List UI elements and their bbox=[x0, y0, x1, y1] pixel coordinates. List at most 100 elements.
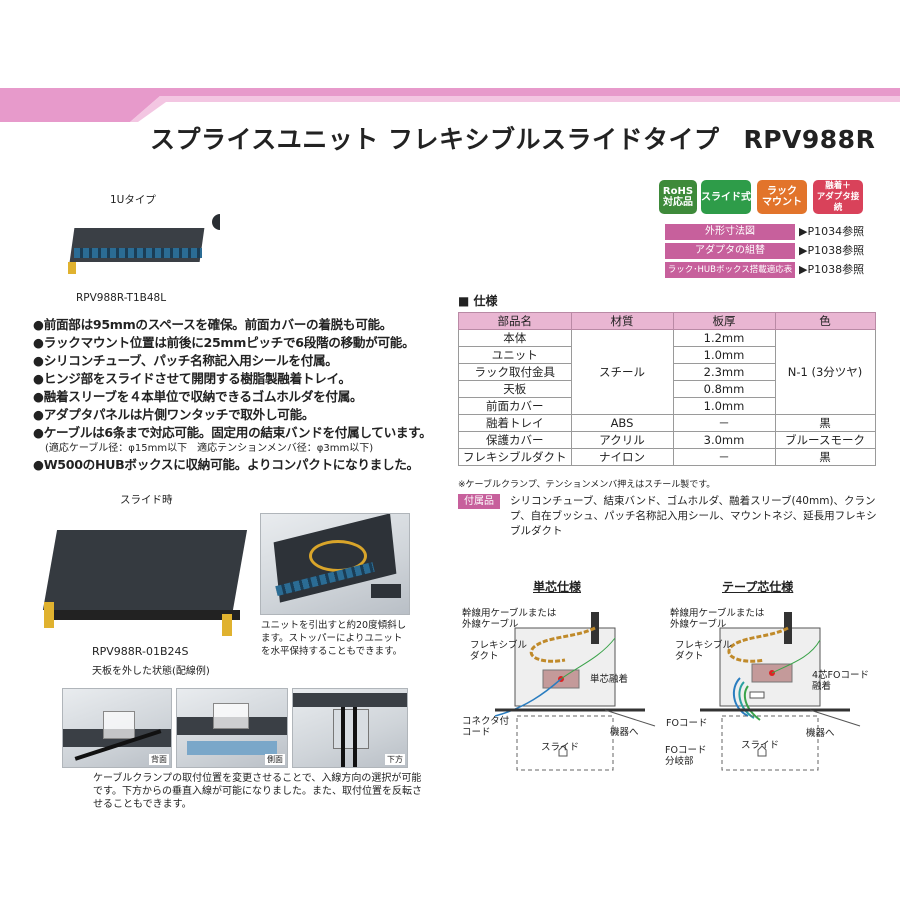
feature-item: ●アダプタパネルは片側ワンタッチで取外し可能。 bbox=[33, 407, 315, 422]
feature-item: ●W500のHUBボックスに収納可能。よりコンパクトになりました。 bbox=[33, 457, 419, 472]
spec-thickness: － bbox=[672, 448, 776, 466]
accessory-label: 付属品 bbox=[458, 494, 500, 509]
feature-badge: RoHS 対応品 bbox=[659, 180, 697, 214]
tape-slide-label: スライド bbox=[741, 740, 780, 751]
spec-part: フレキシブルダクト bbox=[458, 448, 572, 466]
tape-fo-cord-label: FOコード bbox=[666, 718, 708, 729]
feature-item: ●ケーブルは6条まで対応可能。固定用の結束バンドを付属しています。 bbox=[33, 425, 432, 440]
spec-thickness: 1.0mm bbox=[672, 346, 776, 364]
reference-label: ラック･HUBボックス搭載適応表 bbox=[665, 262, 795, 278]
spec-color: ブルースモーク bbox=[774, 431, 876, 449]
spec-thickness: 3.0mm bbox=[672, 431, 776, 449]
reference-row[interactable]: 外形寸法図 ▶P1034参照 bbox=[665, 224, 870, 240]
photo-tilt-unit bbox=[260, 513, 410, 615]
tape-branch-label: FOコード 分岐部 bbox=[665, 745, 707, 767]
tape-duct-label: フレキシブル ダクト bbox=[675, 640, 733, 662]
spec-steel-material: スチール bbox=[570, 329, 674, 415]
table-row: 保護カバー アクリル 3.0mm ブルースモーク bbox=[458, 431, 876, 449]
spec-thickness: － bbox=[672, 414, 776, 432]
spec-col-part: 部品名 bbox=[458, 312, 572, 330]
clamp-photo-bottom: 下方 bbox=[292, 688, 408, 768]
photo-slide-subcaption: 天板を外した状態(配線例) bbox=[92, 666, 210, 677]
single-connector-label: コネクタ付 コード bbox=[462, 716, 510, 738]
header-band bbox=[0, 88, 900, 122]
photo-1u-caption: RPV988R-T1B48L bbox=[76, 292, 167, 304]
feature-badge: スライド式 bbox=[701, 180, 751, 214]
clamp-tag-side: 側面 bbox=[265, 754, 285, 765]
feature-note: (適応ケーブル径：φ15mm以下 適応テンションメンバ径：φ3mm以下) bbox=[45, 443, 374, 454]
table-row: 本体 スチール 1.2mm N-1 (3分ツヤ) bbox=[458, 329, 876, 415]
feature-item: ●融着スリーブを４本単位で収納できるゴムホルダを付属。 bbox=[33, 389, 363, 404]
spec-thickness: 1.0mm bbox=[672, 397, 776, 415]
spec-thickness: 2.3mm bbox=[672, 363, 776, 381]
feature-badge: ラック マウント bbox=[757, 180, 807, 214]
single-slide-label: スライド bbox=[541, 742, 580, 753]
feature-item: ●前面部は95mmのスペースを確保。前面カバーの着脱も可能。 bbox=[33, 317, 393, 332]
diagram-single-title: 単芯仕様 bbox=[533, 580, 582, 594]
photo-slide-caption: RPV988R-01B24S bbox=[92, 645, 189, 658]
spec-thickness: 1.2mm bbox=[672, 329, 776, 347]
table-row: 融着トレイ ABS － 黒 bbox=[458, 414, 876, 432]
spec-table: 部品名 材質 板厚 色 本体 スチール 1.2mm N-1 (3分ツヤ) ユニッ… bbox=[458, 312, 876, 466]
clamp-tag-bottom: 下方 bbox=[385, 754, 405, 765]
spec-material: ABS bbox=[570, 414, 674, 432]
spec-col-color: 色 bbox=[774, 312, 876, 330]
diagram-tape-title: テープ芯仕様 bbox=[722, 580, 794, 594]
table-row: ラック取付金具 2.3mm bbox=[458, 363, 876, 381]
spec-heading: ■ 仕様 bbox=[458, 294, 498, 308]
feature-badge: 融着＋ アダプタ接続 bbox=[813, 180, 863, 214]
reference-page[interactable]: ▶P1038参照 bbox=[799, 263, 865, 276]
diagram-tape bbox=[700, 612, 861, 771]
clamp-note: ケーブルクランプの取付位置を変更させることで、入線方向の選択が可能です。下方から… bbox=[93, 773, 422, 810]
spec-col-material: 材質 bbox=[570, 312, 674, 330]
reference-page[interactable]: ▶P1038参照 bbox=[799, 244, 865, 257]
tape-fusion-label: 4芯FOコード 融着 bbox=[812, 670, 869, 692]
spec-color: 黒 bbox=[774, 414, 876, 432]
single-trunk-label: 幹線用ケーブルまたは 外線ケーブル bbox=[462, 608, 557, 630]
table-note: ※ケーブルクランプ、テンションメンバ押えはスチール製です。 bbox=[458, 480, 716, 490]
spec-col-thickness: 板厚 bbox=[672, 312, 776, 330]
single-fusion-label: 単芯融着 bbox=[590, 674, 629, 685]
table-row: ユニット 1.0mm bbox=[458, 346, 876, 364]
photo-slide-label: スライド時 bbox=[120, 494, 173, 506]
spec-material: アクリル bbox=[570, 431, 674, 449]
reference-row[interactable]: ラック･HUBボックス搭載適応表 ▶P1038参照 bbox=[665, 262, 870, 278]
spec-part: 天板 bbox=[458, 380, 572, 398]
spec-steel-color: N-1 (3分ツヤ) bbox=[774, 329, 876, 415]
diagram-single bbox=[494, 612, 656, 771]
reference-label: アダプタの組替 bbox=[665, 243, 795, 259]
spec-part: 融着トレイ bbox=[458, 414, 572, 432]
photo-1u-unit bbox=[64, 208, 220, 282]
table-row: 前面カバー 1.0mm bbox=[458, 397, 876, 415]
tilt-note: ユニットを引出すと約20度傾斜します。ストッパーによりユニットを水平保持すること… bbox=[261, 620, 407, 657]
tape-equipment-label: 機器へ bbox=[806, 728, 835, 739]
spec-part: 前面カバー bbox=[458, 397, 572, 415]
spec-header-row: 部品名 材質 板厚 色 bbox=[458, 312, 876, 330]
table-row: フレキシブルダクト ナイロン － 黒 bbox=[458, 448, 876, 466]
spec-part: ユニット bbox=[458, 346, 572, 364]
spec-thickness: 0.8mm bbox=[672, 380, 776, 398]
single-equipment-label: 機器へ bbox=[610, 727, 639, 738]
photo-1u-label: 1Uタイプ bbox=[110, 194, 156, 206]
tape-trunk-label: 幹線用ケーブルまたは 外線ケーブル bbox=[670, 608, 765, 630]
feature-item: ●ヒンジ部をスライドさせて開閉する樹脂製融着トレイ。 bbox=[33, 371, 351, 386]
spec-part: ラック取付金具 bbox=[458, 363, 572, 381]
feature-item: ●シリコンチューブ、パッチ名称記入用シールを付属。 bbox=[33, 353, 338, 368]
feature-list: ●前面部は95mmのスペースを確保。前面カバーの着脱も可能。 ●ラックマウント位… bbox=[33, 316, 443, 474]
spec-color: 黒 bbox=[774, 448, 876, 466]
clamp-photo-rear: 背面 bbox=[62, 688, 172, 768]
accessory-text: シリコンチューブ、結束バンド、ゴムホルダ、融着スリーブ(40mm)、クランプ、自… bbox=[510, 495, 877, 537]
reference-row[interactable]: アダプタの組替 ▶P1038参照 bbox=[665, 243, 870, 259]
clamp-photo-side: 側面 bbox=[176, 688, 288, 768]
reference-label: 外形寸法図 bbox=[665, 224, 795, 240]
clamp-tag-rear: 背面 bbox=[149, 754, 169, 765]
feature-item: ●ラックマウント位置は前後に25mmピッチで6段階の移動が可能。 bbox=[33, 335, 415, 350]
reference-page[interactable]: ▶P1034参照 bbox=[799, 225, 865, 238]
spec-part: 本体 bbox=[458, 329, 572, 347]
spec-part: 保護カバー bbox=[458, 431, 572, 449]
model-number: RPV988R bbox=[743, 125, 876, 154]
single-duct-label: フレキシブル ダクト bbox=[470, 640, 528, 662]
spec-material: ナイロン bbox=[570, 448, 674, 466]
photo-slide-unit bbox=[40, 510, 250, 638]
